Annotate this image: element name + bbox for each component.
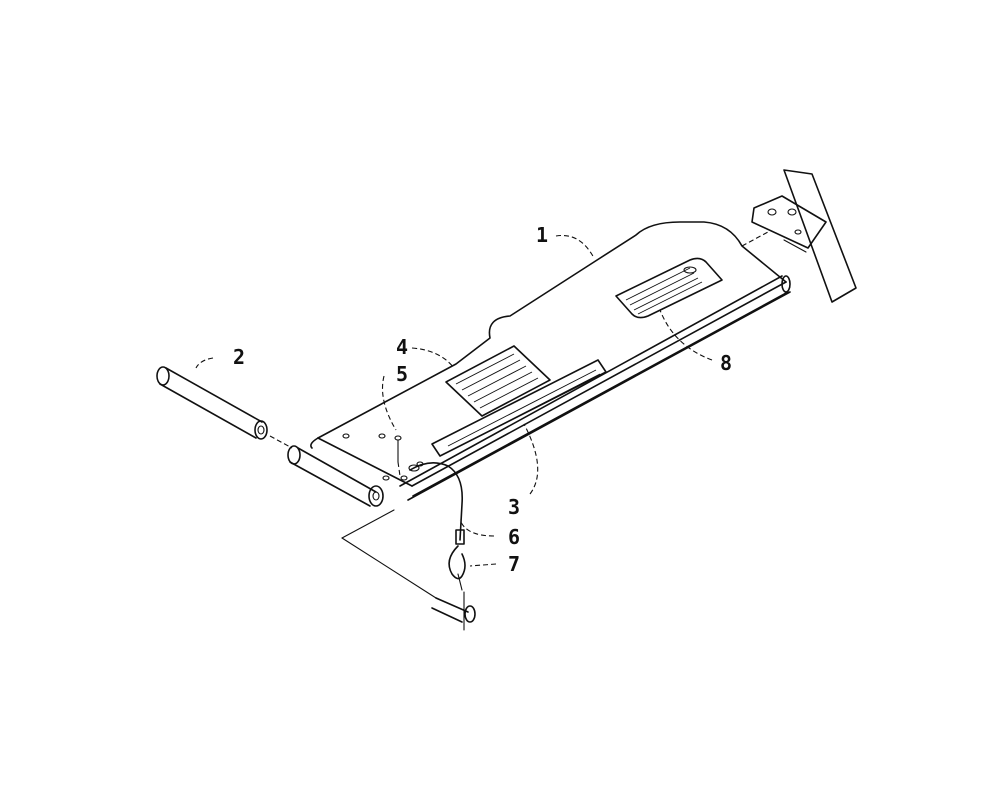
callouts: 1 2 3 4 5 6 7 8 — [233, 223, 732, 576]
decal-8 — [615, 257, 723, 319]
pin-part — [156, 366, 293, 449]
leader-lines — [195, 234, 713, 567]
fastener-5 — [394, 435, 402, 477]
mount-bracket — [741, 169, 857, 303]
callout-3: 3 — [508, 495, 520, 519]
callout-4: 4 — [396, 335, 408, 359]
decal-4 — [445, 345, 551, 417]
callout-1: 1 — [536, 223, 548, 247]
callout-5: 5 — [396, 362, 408, 386]
hitch-pin — [341, 509, 476, 631]
callout-6: 6 — [508, 525, 520, 549]
clip-7 — [448, 545, 466, 591]
callout-2: 2 — [233, 345, 245, 369]
decal-3 — [431, 359, 607, 457]
callout-7: 7 — [508, 552, 520, 576]
plate-holes — [342, 433, 424, 481]
edge-tube — [399, 275, 791, 501]
roller-left — [287, 445, 384, 507]
plate-part — [310, 221, 789, 497]
callout-8: 8 — [720, 351, 732, 375]
lanyard-6 — [408, 462, 465, 545]
